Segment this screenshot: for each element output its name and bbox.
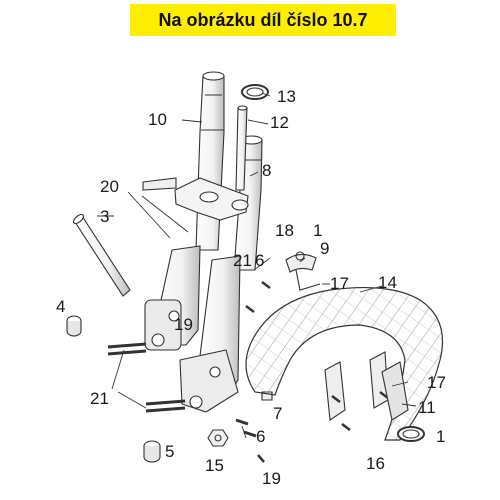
caliper-bolts-21 — [107, 342, 186, 413]
callout-1-lower: 1 — [436, 427, 446, 446]
callout-17-upper: 17 — [330, 274, 349, 293]
banner-text: Na obrázku díl číslo 10.7 — [158, 9, 368, 30]
callout-18: 18 — [275, 221, 294, 240]
callout-4: 4 — [56, 297, 66, 316]
callout-6-upper: 6 — [255, 251, 265, 270]
callout-5: 5 — [165, 442, 175, 461]
callout-7: 7 — [273, 404, 283, 423]
callout-19-upper: 19 — [174, 315, 193, 334]
callout-19-lower: 19 — [262, 469, 281, 488]
callout-6-lower: 6 — [256, 427, 266, 446]
callout-10: 10 — [148, 110, 167, 129]
leader-lines — [97, 92, 417, 439]
axle-nut-15 — [207, 429, 229, 447]
spacer-4 — [66, 315, 82, 337]
washer-1 — [397, 426, 425, 442]
right-fork-slider — [179, 255, 241, 413]
callout-21-lower: 21 — [90, 389, 109, 408]
spacer-5 — [143, 440, 161, 463]
callout-8: 8 — [262, 161, 272, 180]
callout-11: 11 — [418, 398, 436, 417]
front-axle — [72, 213, 131, 297]
left-fork-tube — [195, 71, 225, 251]
callout-14: 14 — [378, 273, 397, 292]
oring-13 — [241, 84, 269, 100]
callout-15: 15 — [205, 456, 224, 475]
callout-21-upper: 21 — [233, 251, 252, 270]
callout-16-lower: 16 — [366, 454, 385, 473]
callout-20: 20 — [100, 177, 119, 196]
triple-clamp — [142, 177, 249, 221]
hose-clamp-9 — [285, 251, 321, 291]
small-bolt-6 — [235, 418, 257, 438]
callout-3: 3 — [100, 207, 110, 226]
steering-stem — [235, 105, 248, 191]
callout-13: 13 — [277, 87, 296, 106]
callout-1-upper: 1 — [313, 221, 323, 240]
callout-12: 12 — [270, 113, 289, 132]
callout-17-lower: 17 — [427, 373, 446, 392]
part-number-banner: Na obrázku díl číslo 10.7 — [130, 4, 396, 36]
screw-19 — [257, 454, 265, 463]
left-fork-slider — [144, 245, 201, 351]
bracket-11 — [381, 361, 409, 421]
callout-9: 9 — [320, 239, 330, 258]
